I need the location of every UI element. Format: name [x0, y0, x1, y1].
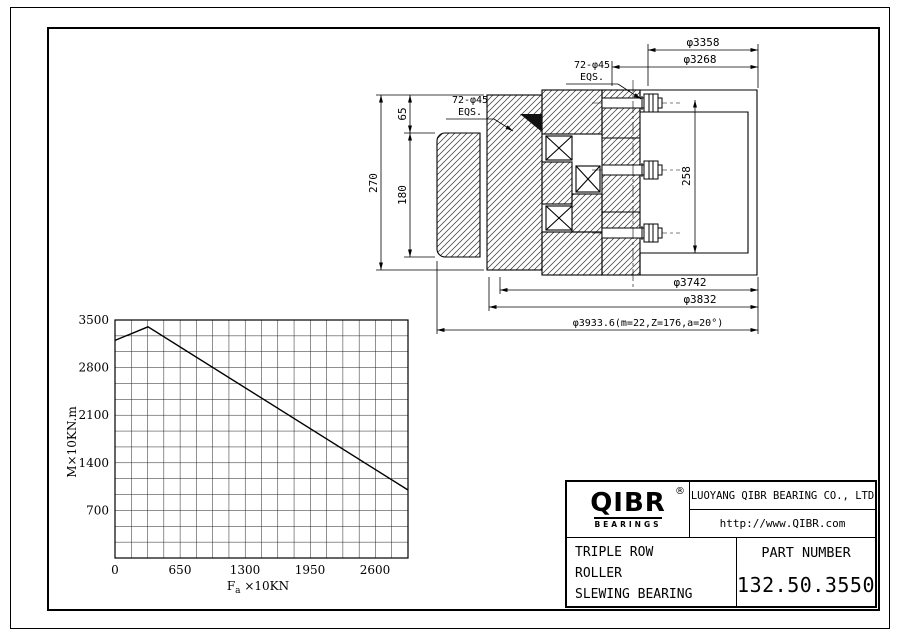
dimension-lines — [376, 44, 759, 334]
dim-label-height-180: 180 — [396, 185, 409, 205]
dim-label-height-65: 65 — [396, 107, 409, 120]
part-number-value: 132.50.3550 — [737, 573, 875, 597]
drawing-frame-outer — [10, 7, 890, 629]
chart-ylabel: M×10KN.m — [65, 406, 79, 478]
y-tick-label: 1400 — [78, 456, 109, 470]
y-tick-label: 2100 — [78, 408, 109, 422]
dimension-labels: φ3358 φ3268 72-φ45 EQS. 72-φ45 EQS. 270 … — [367, 36, 723, 329]
bolt-callout-left-line1: 72-φ45 — [452, 95, 488, 106]
chart-xlabel: Fa ×10KN — [227, 579, 289, 596]
dim-label-od-3358: φ3358 — [686, 36, 719, 49]
product-line-2: ROLLER — [575, 565, 622, 581]
x-tick-label: 2600 — [360, 563, 391, 577]
drawing-frame-inner — [47, 27, 880, 611]
roller-row-bottom — [545, 205, 573, 231]
dim-label-d-3832: φ3832 — [683, 293, 716, 306]
product-description: TRIPLE ROW ROLLER SLEWING BEARING — [567, 538, 738, 606]
x-tick-label: 1300 — [230, 563, 261, 577]
company-website[interactable]: http://www.QIBR.com — [719, 517, 846, 530]
part-number-cell: PART NUMBER 132.50.3550 — [737, 538, 875, 606]
seal — [520, 114, 542, 132]
load-capacity-chart: 0 650 1300 1950 2600 700 1400 2100 2800 3500 M×10… — [65, 313, 409, 596]
inner-ring — [436, 132, 481, 258]
qibr-logo: QIBR — [590, 488, 666, 518]
qibr-logo-subtext: BEARINGS — [594, 517, 662, 529]
x-tick-label: 650 — [169, 563, 192, 577]
dim-label-gear: φ3933.6(m=22,Z=176,a=20°) — [573, 318, 724, 329]
product-line-3: SLEWING BEARING — [575, 586, 693, 602]
bearing-section-geometry — [436, 89, 758, 276]
bolt-callout-top-line1: 72-φ45 — [574, 60, 610, 71]
bolt-callout-top-line2: EQS. — [580, 72, 604, 83]
support-structure — [639, 89, 758, 276]
series-static-load-capacity-curve — [114, 326, 409, 491]
bolt-callout-left-line2: EQS. — [458, 107, 482, 118]
part-number-label: PART NUMBER — [761, 545, 851, 561]
dim-label-od-3268: φ3268 — [683, 53, 716, 66]
company-name: LUOYANG QIBR BEARING CO., LTD — [690, 482, 875, 510]
title-block-detail-row: TRIPLE ROW ROLLER SLEWING BEARING PART N… — [567, 538, 875, 606]
product-line-1: TRIPLE ROW — [575, 545, 654, 560]
dim-label-height-270: 270 — [367, 173, 380, 193]
roller-row-top — [545, 135, 573, 161]
logo-cell: QIBR BEARINGS ® — [567, 482, 690, 537]
registered-trademark-icon: ® — [675, 486, 685, 497]
outer-ring — [601, 89, 641, 276]
x-tick-label: 0 — [111, 563, 119, 577]
dim-label-d-3742: φ3742 — [673, 276, 706, 289]
y-tick-label: 2800 — [78, 361, 109, 375]
y-tick-label: 3500 — [78, 313, 109, 327]
plot-border — [114, 319, 409, 559]
y-tick-label: 700 — [86, 503, 109, 517]
title-block-header-row: QIBR BEARINGS ® LUOYANG QIBR BEARING CO.… — [567, 482, 875, 538]
x-tick-label: 1950 — [295, 563, 326, 577]
title-block: QIBR BEARINGS ® LUOYANG QIBR BEARING CO.… — [565, 480, 877, 608]
chart-plot-area: 0 650 1300 1950 2600 700 1400 2100 2800 3500 — [78, 313, 409, 577]
dim-label-height-258: 258 — [680, 166, 693, 186]
company-cell: LUOYANG QIBR BEARING CO., LTD http://www… — [690, 482, 875, 537]
roller-row-radial — [575, 165, 601, 193]
mounting-bolts — [592, 80, 680, 290]
